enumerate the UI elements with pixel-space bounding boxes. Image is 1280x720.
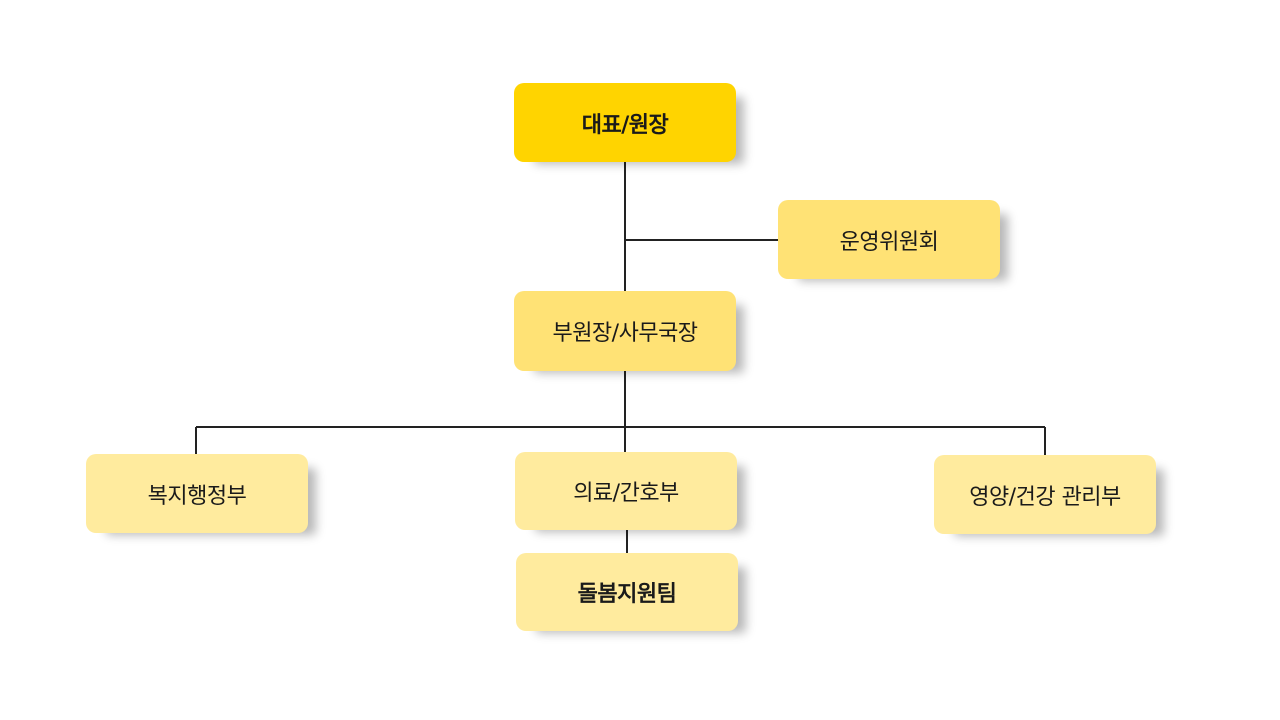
node-medical-label: 의료/간호부 [573, 481, 679, 506]
node-deputy: 부원장/사무국장 [514, 291, 736, 371]
node-care-team: 돌봄지원팀 [516, 553, 738, 631]
node-welfare: 복지행정부 [86, 454, 308, 533]
node-welfare-label: 복지행정부 [147, 483, 247, 509]
node-medical: 의료/간호부 [515, 452, 737, 530]
node-committee: 운영위원회 [778, 200, 1000, 279]
node-ceo-label: 대표/원장 [581, 112, 669, 138]
node-committee-label: 운영위원회 [839, 229, 939, 255]
node-deputy-label: 부원장/사무국장 [552, 321, 698, 346]
node-ceo: 대표/원장 [514, 83, 736, 162]
node-care-team-label: 돌봄지원팀 [577, 582, 677, 607]
node-nutrition-label: 영양/건강 관리부 [969, 484, 1121, 510]
node-nutrition: 영양/건강 관리부 [934, 455, 1156, 534]
